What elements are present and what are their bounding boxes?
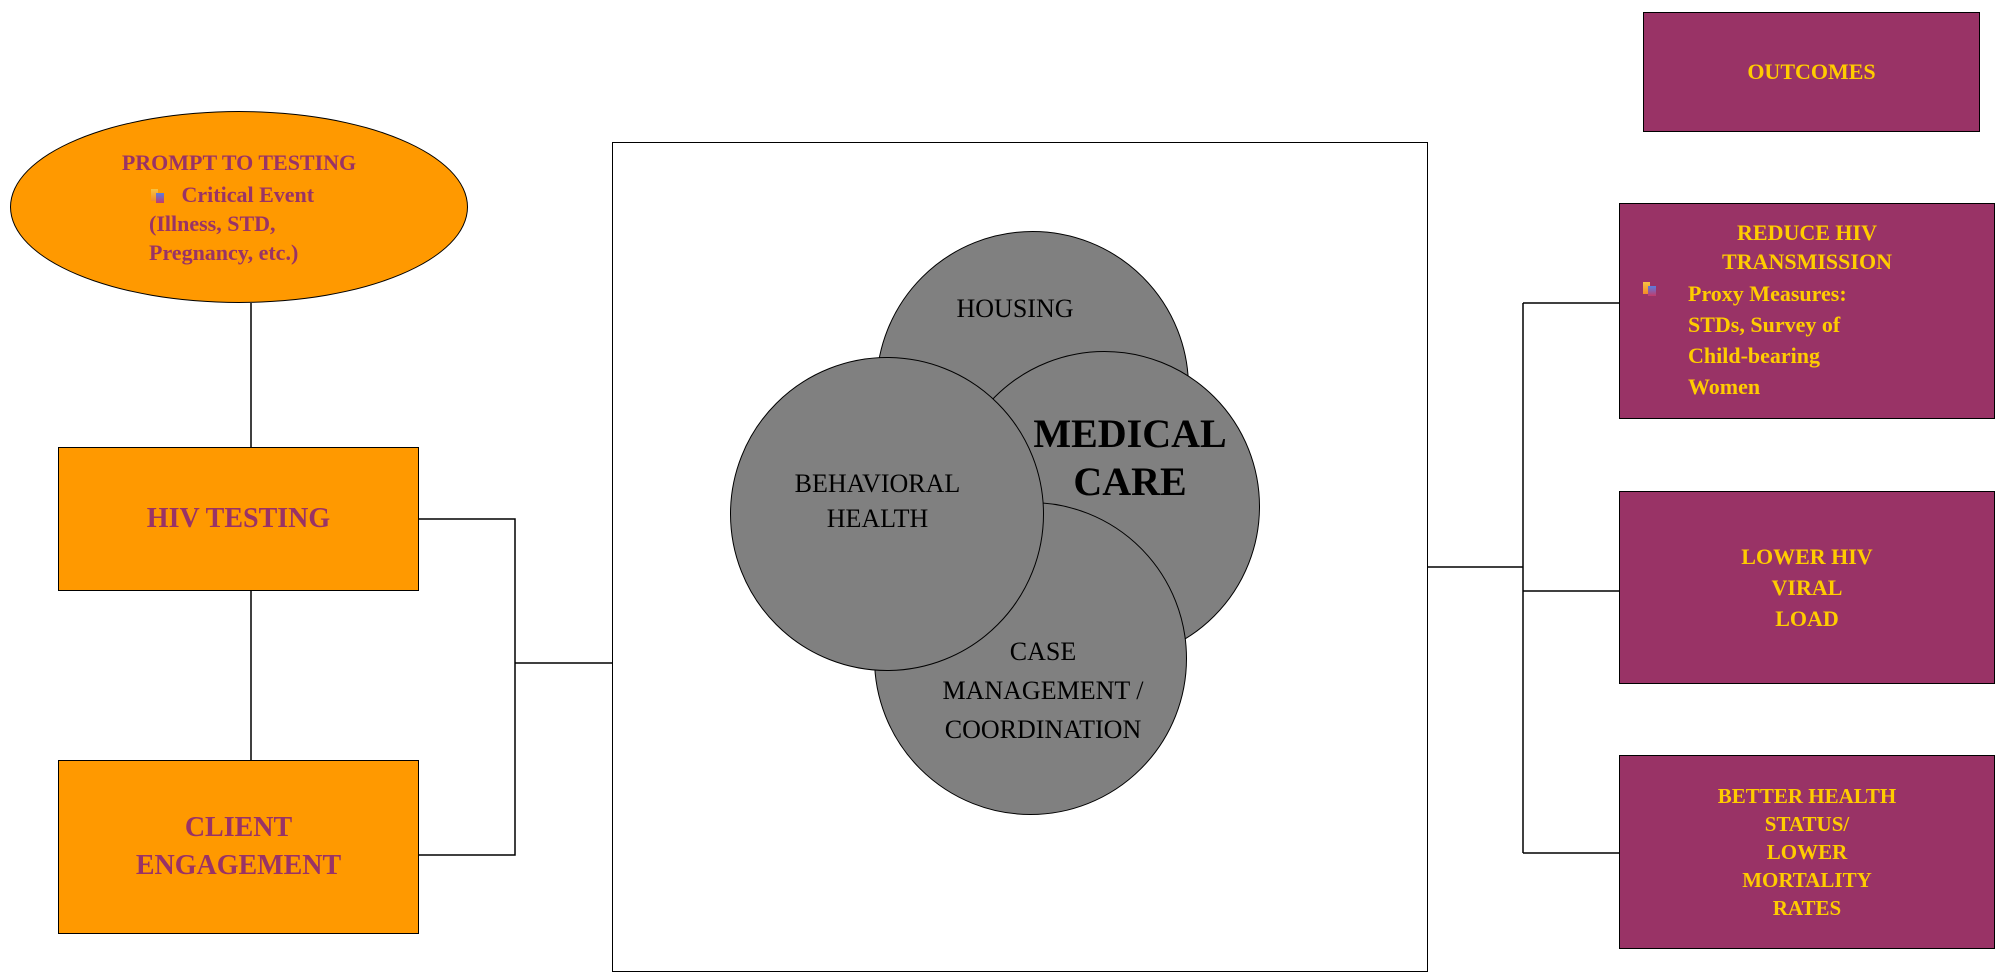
prompt-line-1: Critical Event [181,182,315,207]
proxy-measures-bullet-icon [1641,281,1657,297]
behavioral-line-2: HEALTH [826,504,929,533]
outcomes-header-label: OUTCOMES [1747,59,1876,84]
reduce-line-1: Proxy Measures: [1688,281,1847,306]
case-management-label: CASE MANAGEMENT / COORDINATION [910,632,1176,749]
reduce-transmission-box: REDUCE HIV TRANSMISSION Proxy Measures: … [1619,203,1995,419]
health-line-5: RATES [1772,896,1842,920]
viral-line-3: LOAD [1775,606,1839,631]
health-line-3: LOWER [1766,840,1848,864]
prompt-line-2: (Illness, STD, [149,211,276,236]
behavioral-line-1: BEHAVIORAL [794,469,961,498]
health-line-2: STATUS/ [1764,812,1850,836]
health-line-1: BETTER HEALTH [1717,784,1897,808]
health-line-4: MORTALITY [1742,868,1872,892]
viral-line-1: LOWER HIV [1741,544,1873,569]
reduce-line-4: Women [1688,374,1761,399]
reduce-title-line-2: TRANSMISSION [1722,249,1892,274]
case-line-2: MANAGEMENT / [942,676,1144,705]
hiv-testing-box: HIV TESTING [58,447,419,591]
better-health-box: BETTER HEALTH STATUS/ LOWER MORTALITY RA… [1619,755,1995,949]
housing-label: HOUSING [956,294,1074,323]
reduce-title-line-1: REDUCE HIV [1737,220,1877,245]
client-engagement-line-2: ENGAGEMENT [135,850,342,881]
medical-care-label: MEDICAL CARE [1010,410,1250,506]
critical-event-bullet-icon [149,188,165,204]
reduce-details: Proxy Measures: STDs, Survey of Child-be… [1643,278,1847,402]
behavioral-health-label: BEHAVIORAL HEALTH [755,466,1000,536]
prompt-to-testing-ellipse: PROMPT TO TESTING Critical Event (Illnes… [10,111,468,303]
reduce-line-2: STDs, Survey of [1688,312,1841,337]
client-engagement-box: CLIENT ENGAGEMENT [58,760,419,934]
prompt-title: PROMPT TO TESTING [121,150,357,175]
reduce-title: REDUCE HIV TRANSMISSION [1722,218,1892,276]
client-engagement-line-1: CLIENT [184,812,293,843]
case-line-3: COORDINATION [944,715,1142,744]
viral-line-2: VIRAL [1771,575,1843,600]
medical-line-1: MEDICAL [1033,411,1227,456]
outcomes-header-box: OUTCOMES [1643,12,1980,132]
lower-viral-load-box: LOWER HIV VIRAL LOAD [1619,491,1995,684]
behavioral-health-circle [730,357,1044,671]
prompt-line-3: Pregnancy, etc.) [149,240,299,265]
medical-line-2: CARE [1073,459,1187,504]
reduce-line-3: Child-bearing [1688,343,1821,368]
hiv-testing-label: HIV TESTING [146,503,331,534]
bracket-left [419,518,516,856]
case-line-1: CASE [1009,637,1077,666]
prompt-details: Critical Event (Illness, STD, Pregnancy,… [149,180,314,267]
